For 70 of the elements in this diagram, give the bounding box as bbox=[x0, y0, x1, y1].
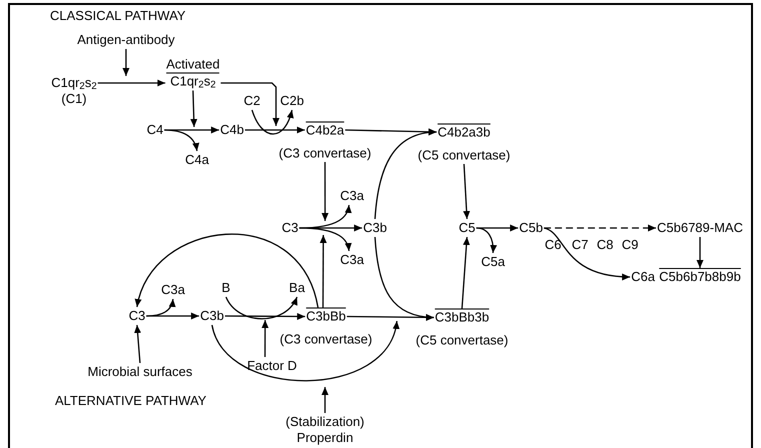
component-label: C3 bbox=[128, 308, 146, 324]
component-label: C4 bbox=[146, 122, 164, 138]
component-label: C3b bbox=[363, 220, 387, 236]
reaction-arrow bbox=[134, 324, 142, 364]
component-label: Antigen-antibody bbox=[77, 32, 175, 48]
component-label: C4b2a bbox=[306, 122, 344, 138]
enzyme-caption: (C5 convertase) bbox=[418, 147, 510, 163]
component-label: C5b6789-MAC bbox=[657, 220, 743, 236]
component-label: Microbial surfaces bbox=[88, 364, 192, 380]
component-label: C3b bbox=[200, 308, 224, 324]
reaction-arrow bbox=[225, 296, 298, 320]
component-label: Properdin bbox=[296, 430, 354, 446]
reaction-arrow bbox=[122, 49, 130, 76]
component-label: C5b6b7b8b9b bbox=[659, 269, 741, 285]
pathway-heading: CLASSICAL PATHWAY bbox=[50, 8, 186, 24]
component-label: C3a bbox=[161, 282, 185, 298]
reaction-arrow bbox=[244, 126, 305, 134]
component-label: (C1) bbox=[61, 91, 87, 107]
component-label: C6a bbox=[631, 269, 655, 285]
reaction-arrow bbox=[224, 312, 306, 320]
component-label: (Stabilization) bbox=[286, 414, 364, 430]
reaction-arrow bbox=[346, 314, 434, 321]
component-label: Activated bbox=[166, 56, 220, 74]
reaction-arrow bbox=[211, 320, 398, 382]
reaction-arrow bbox=[322, 162, 329, 221]
component-label: C4a bbox=[185, 152, 209, 168]
reaction-arrow bbox=[322, 387, 328, 413]
enzyme-caption: (C3 convertase) bbox=[278, 145, 372, 161]
component-label: C3a bbox=[340, 188, 364, 204]
component-label: C4b2a3b bbox=[438, 124, 490, 140]
component-label: Factor D bbox=[247, 358, 297, 374]
component-label: C5b bbox=[519, 220, 543, 236]
pathway-heading: ALTERNATIVE PATHWAY bbox=[55, 393, 206, 409]
component-label: C1qr$_{2}$s$_{2}$ bbox=[51, 75, 97, 91]
component-label: C6 bbox=[544, 237, 562, 253]
reaction-arrow bbox=[251, 110, 294, 135]
reaction-arrow bbox=[345, 128, 437, 136]
reaction-arrow bbox=[299, 227, 352, 252]
component-label: C1qr$_{2}$s$_{2}$ bbox=[170, 74, 216, 90]
enzyme-caption: (C5 convertase) bbox=[416, 332, 508, 348]
component-label: B bbox=[222, 280, 230, 296]
component-label: C5 bbox=[458, 220, 476, 236]
component-label: C3bBb bbox=[306, 308, 346, 324]
reaction-arrow bbox=[461, 236, 470, 309]
component-label: C5a bbox=[481, 254, 505, 270]
reaction-arrow bbox=[98, 80, 166, 86]
enzyme-caption: (C3 convertase) bbox=[280, 332, 372, 348]
reaction-arrow bbox=[190, 90, 198, 128]
reaction-arrow bbox=[220, 82, 280, 126]
component-label: C7 bbox=[572, 237, 588, 253]
component-label: C2b bbox=[280, 93, 304, 109]
component-label: C4b bbox=[220, 122, 244, 138]
reaction-arrow bbox=[164, 129, 199, 152]
component-label: C3bBb3b bbox=[434, 310, 490, 326]
reaction-arrow bbox=[463, 164, 470, 220]
reaction-arrow bbox=[374, 129, 437, 220]
reaction-arrow bbox=[262, 320, 269, 357]
reaction-arrow bbox=[544, 224, 656, 232]
component-label: C8 bbox=[596, 237, 614, 253]
component-label: Ba bbox=[289, 280, 305, 296]
reaction-arrow bbox=[696, 237, 704, 268]
component-label: C2 bbox=[244, 93, 260, 109]
reaction-arrow bbox=[544, 227, 630, 280]
reaction-arrow bbox=[136, 234, 319, 308]
reaction-arrow bbox=[320, 235, 327, 308]
component-label: C3 bbox=[282, 220, 298, 236]
reaction-arrow bbox=[146, 298, 176, 317]
component-label: C3a bbox=[340, 252, 364, 268]
reaction-arrow bbox=[476, 227, 497, 254]
component-label: C9 bbox=[622, 237, 638, 253]
